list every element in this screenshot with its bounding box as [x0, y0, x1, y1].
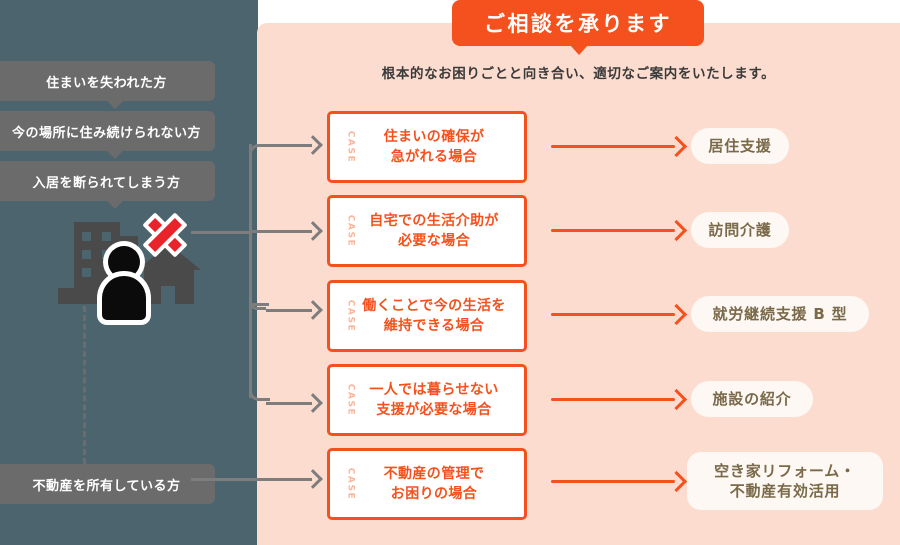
- case-tag-label: CASE: [345, 467, 356, 501]
- case-text-line2: 維持できる場合: [383, 318, 485, 334]
- result-pill-label: 施設の紹介: [712, 389, 792, 408]
- connector-elbow-case-3: [249, 295, 266, 310]
- result-pill-label-line2: 不動産有効活用: [729, 482, 841, 500]
- connector-arrow-case-1: [266, 135, 323, 155]
- result-pill-label: 居住支援: [708, 136, 772, 155]
- sidebar-item-label: 今の場所に住み続けられない方: [11, 125, 201, 141]
- sidebar-item-owns-property[interactable]: 不動産を所有している方: [0, 464, 215, 504]
- header-badge: ご相談を承ります: [452, 0, 704, 46]
- result-pill-label: 就労継続支援 B 型: [712, 304, 848, 323]
- result-pill-label: 訪問介護: [708, 220, 772, 239]
- sidebar-item-label: 不動産を所有している方: [32, 478, 181, 494]
- connector-input-line: [191, 231, 251, 234]
- result-arrow-5: [551, 470, 688, 493]
- down-caret-icon-2: [107, 151, 123, 159]
- connector-arrow-case-4: [266, 393, 323, 413]
- connector-elbow-bottom: [249, 380, 270, 401]
- result-pill-2[interactable]: 訪問介護: [691, 212, 789, 248]
- result-pill-1[interactable]: 居住支援: [691, 128, 789, 164]
- result-arrow-3: [551, 303, 688, 326]
- case-box-5[interactable]: CASE 不動産の管理で お困りの場合: [327, 448, 527, 520]
- case-box-4[interactable]: CASE 一人では暮らせない 支援が必要な場合: [327, 364, 527, 436]
- down-caret-icon-3: [107, 201, 123, 209]
- connector-elbow-top: [249, 144, 270, 165]
- case-tag-label: CASE: [345, 383, 356, 417]
- result-pill-label-line1: 空き家リフォーム・: [714, 461, 856, 480]
- window-icon: [82, 232, 91, 241]
- case-text-line2: 支援が必要な場合: [376, 402, 492, 418]
- header-badge-pointer-icon: [570, 45, 588, 55]
- building-person-house-with-x-illustration: [58, 208, 208, 320]
- case-text-line2: お困りの場合: [390, 486, 478, 502]
- person-silhouette-icon: [101, 246, 147, 320]
- case-text-3: 働くことで今の生活を 維持できる場合: [348, 296, 506, 337]
- case-box-1[interactable]: CASE 住まいの確保が 急がれる場合: [327, 111, 527, 183]
- result-arrow-1: [551, 135, 688, 158]
- header-badge-label: ご相談を承ります: [484, 12, 672, 36]
- sidebar-item-lost-housing[interactable]: 住まいを失われた方: [0, 61, 215, 101]
- result-pill-4[interactable]: 施設の紹介: [691, 381, 813, 417]
- case-text-line1: 一人では暮らせない: [369, 381, 499, 398]
- case-text-2: 自宅での生活介助が 必要な場合: [355, 211, 499, 252]
- dashed-connector-line: [83, 306, 86, 464]
- window-icon: [102, 232, 111, 241]
- case-text-1: 住まいの確保が 急がれる場合: [370, 127, 485, 168]
- case-text-4: 一人では暮らせない 支援が必要な場合: [355, 380, 498, 421]
- case-text-line1: 不動産の管理で: [383, 465, 485, 482]
- case-text-line1: 自宅での生活介助が: [369, 212, 499, 229]
- window-icon: [82, 268, 91, 277]
- result-pill-5[interactable]: 空き家リフォーム・ 不動産有効活用: [687, 452, 883, 510]
- case-text-line2: 必要な場合: [397, 233, 470, 249]
- page-subtitle: 根本的なお困りごとと向き合い、適切なご案内をいたします。: [381, 66, 776, 82]
- down-caret-icon-1: [107, 101, 123, 109]
- case-text-line1: 住まいの確保が: [383, 128, 485, 145]
- sidebar-item-label: 入居を断られてしまう方: [32, 175, 181, 191]
- case-text-line1: 働くことで今の生活を: [362, 297, 506, 314]
- case-tag-label: CASE: [345, 299, 356, 333]
- result-pill-3[interactable]: 就労継続支援 B 型: [691, 296, 869, 332]
- case-text-5: 不動産の管理で お困りの場合: [370, 464, 485, 505]
- case-box-3[interactable]: CASE 働くことで今の生活を 維持できる場合: [327, 280, 527, 352]
- sidebar-item-cannot-stay[interactable]: 今の場所に住み続けられない方: [0, 111, 215, 151]
- sidebar-item-label: 住まいを失われた方: [46, 75, 167, 91]
- connector-arrow-case-5: [191, 469, 323, 489]
- window-icon: [102, 250, 111, 259]
- case-tag-label: CASE: [345, 130, 356, 164]
- connector-arrow-case-2: [249, 221, 323, 241]
- result-arrow-4: [551, 388, 688, 411]
- case-tag-label: CASE: [345, 214, 356, 248]
- connector-arrow-case-3: [266, 300, 323, 320]
- house-door-icon: [161, 286, 175, 304]
- sidebar-item-refused-tenancy[interactable]: 入居を断られてしまう方: [0, 161, 215, 201]
- connector-trunk-line: [249, 144, 252, 398]
- case-text-line2: 急がれる場合: [390, 149, 478, 165]
- case-box-2[interactable]: CASE 自宅での生活介助が 必要な場合: [327, 195, 527, 267]
- window-icon: [82, 250, 91, 259]
- result-arrow-2: [551, 219, 688, 242]
